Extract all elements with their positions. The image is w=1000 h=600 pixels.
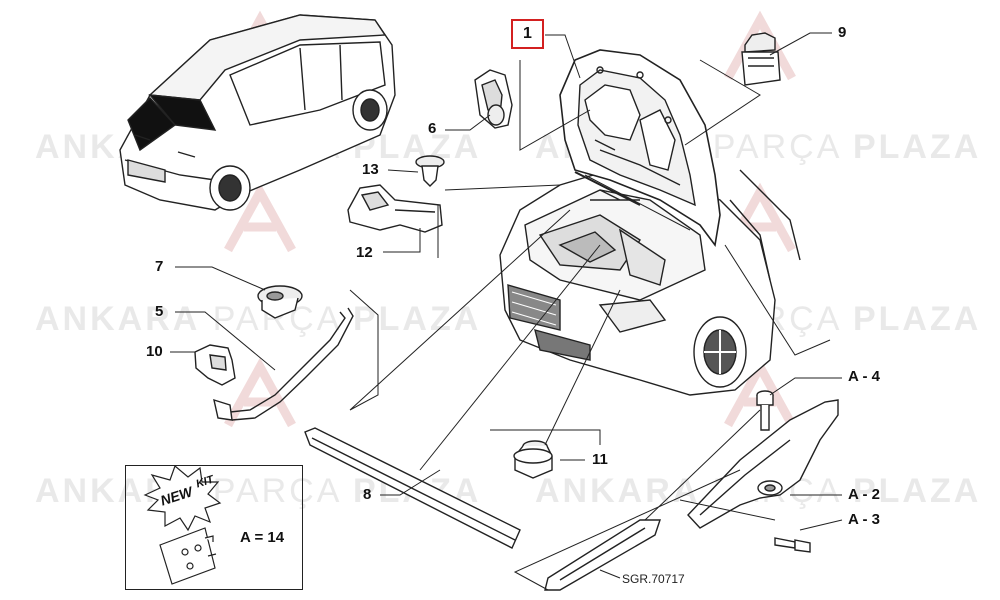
- callout-7[interactable]: 7: [155, 258, 164, 275]
- kit-parts-illustration: [159, 527, 217, 585]
- callout-13[interactable]: 13: [362, 161, 379, 178]
- callout-12[interactable]: 12: [356, 244, 373, 261]
- new-kit-burst: [143, 464, 222, 532]
- callout-10[interactable]: 10: [146, 343, 163, 360]
- part-a3-bolt: [774, 537, 811, 553]
- callout-1-highlighted[interactable]: 1: [511, 19, 544, 49]
- part-10-bracket: [194, 344, 236, 386]
- part-7-grommet: [257, 285, 303, 319]
- part-9-bump-stop: [741, 32, 781, 86]
- callout-a4[interactable]: A - 4: [848, 368, 880, 385]
- kit-equation: A = 14: [240, 529, 285, 546]
- callout-a3[interactable]: A - 3: [848, 511, 880, 528]
- part-13-push-pin: [415, 155, 445, 187]
- car-open-bonnet-illustration: [499, 49, 801, 396]
- part-lower-panel: [544, 519, 661, 591]
- leader-lines: [170, 32, 843, 591]
- part-8-seal-strip: [304, 427, 521, 549]
- callout-11[interactable]: 11: [592, 451, 608, 468]
- part-5-washer-hose: [213, 307, 354, 421]
- part-12-insulation-piece: [347, 184, 443, 233]
- callout-8[interactable]: 8: [363, 486, 372, 503]
- callout-5[interactable]: 5: [155, 303, 164, 320]
- callout-6[interactable]: 6: [428, 120, 437, 137]
- callout-9[interactable]: 9: [838, 24, 847, 41]
- part-6-clip: [474, 69, 513, 129]
- part-a2-hinge: [687, 399, 839, 529]
- part-11-rubber-buffer: [513, 440, 553, 479]
- callout-a2[interactable]: A - 2: [848, 486, 880, 503]
- car-overview-illustration: [119, 14, 396, 211]
- part-a4-bolt: [756, 390, 774, 431]
- reference-code: SGR.70717: [622, 572, 685, 586]
- kit-box: [125, 465, 303, 590]
